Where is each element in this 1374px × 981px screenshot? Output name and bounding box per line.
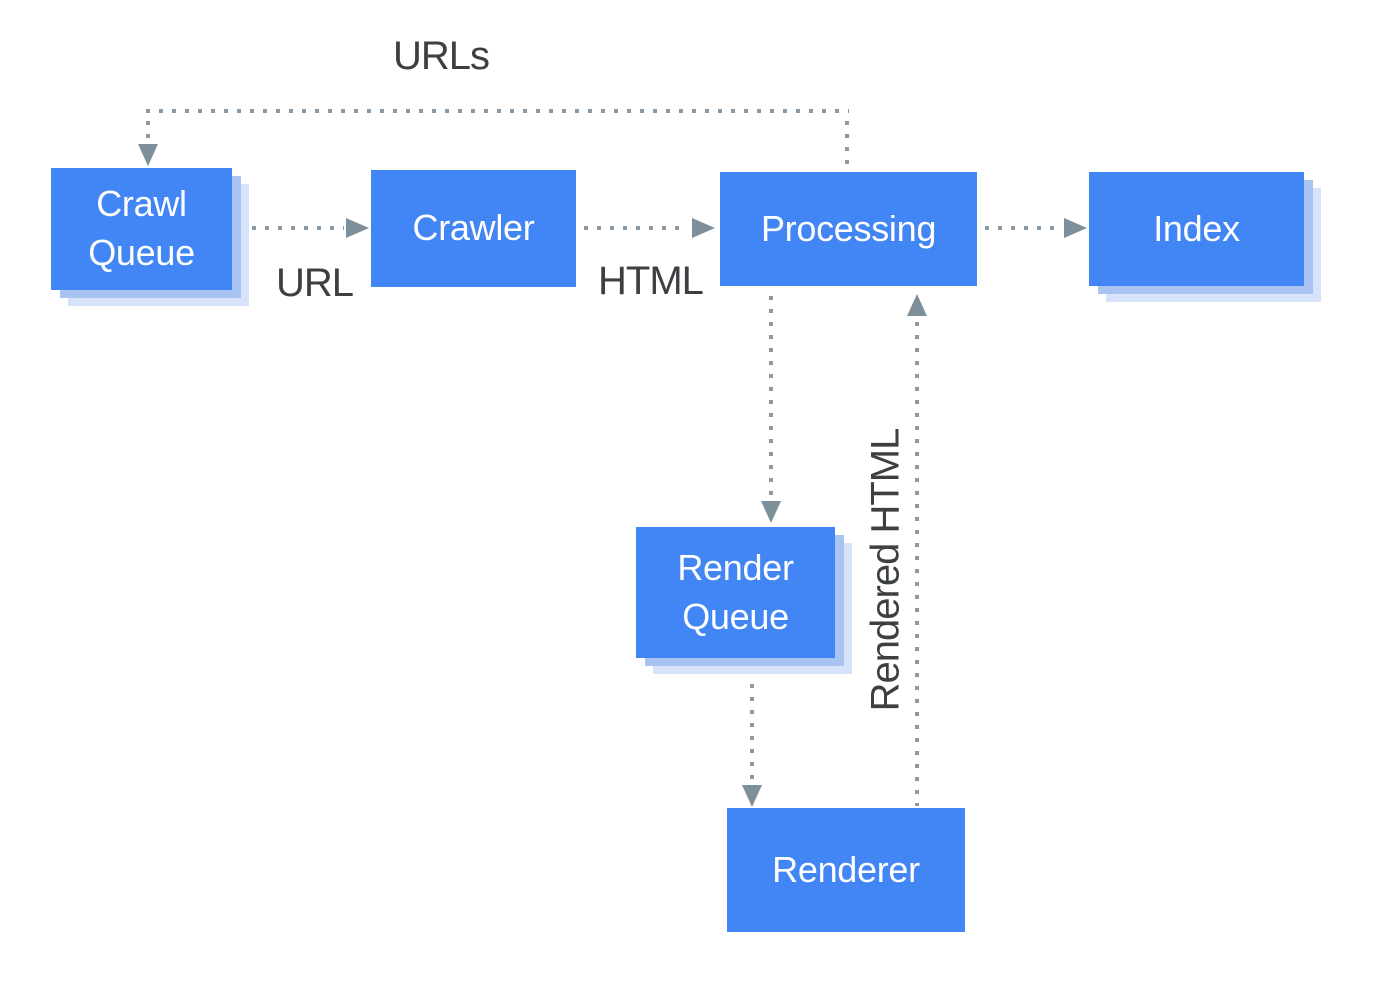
node-renderer: Renderer xyxy=(727,808,965,932)
node-index: Index xyxy=(1089,172,1304,286)
arrowhead-down-icon xyxy=(761,501,781,523)
node-label: Crawler xyxy=(412,207,535,249)
arrowhead-right-icon xyxy=(1064,218,1087,238)
arrowhead-up-icon xyxy=(907,294,927,316)
arrowhead-right-icon xyxy=(346,218,369,238)
arrow-crawl-queue-to-crawler xyxy=(252,226,344,230)
node-crawl-queue: Crawl Queue xyxy=(51,168,232,290)
arrow-renderer-to-processing xyxy=(915,322,919,806)
edge-label-rendered-html: Rendered HTML xyxy=(863,428,908,712)
node-label: Renderer xyxy=(772,848,920,890)
arrow-processing-to-crawl-queue-right xyxy=(845,121,849,170)
arrow-processing-to-crawl-queue-top xyxy=(146,109,849,113)
node-label: Processing xyxy=(760,207,937,249)
node-render-queue: Render Queue xyxy=(636,527,835,658)
arrow-processing-to-render-queue xyxy=(769,296,773,501)
arrow-processing-to-crawl-queue-left xyxy=(146,121,150,144)
arrowhead-down-icon xyxy=(138,144,158,166)
arrowhead-down-icon xyxy=(742,785,762,807)
arrow-processing-to-index xyxy=(985,226,1062,230)
edge-label-html: HTML xyxy=(598,259,704,303)
node-processing: Processing xyxy=(720,172,977,286)
arrowhead-right-icon xyxy=(692,218,715,238)
node-label: Render Queue xyxy=(677,546,794,637)
node-label: Index xyxy=(1153,207,1240,249)
node-label: Crawl Queue xyxy=(88,183,195,273)
node-crawler: Crawler xyxy=(371,170,576,287)
arrow-crawler-to-processing xyxy=(584,226,686,230)
edge-label-url: URL xyxy=(276,261,354,305)
edge-label-urls: URLs xyxy=(393,34,490,78)
arrow-render-queue-to-renderer xyxy=(750,684,754,785)
